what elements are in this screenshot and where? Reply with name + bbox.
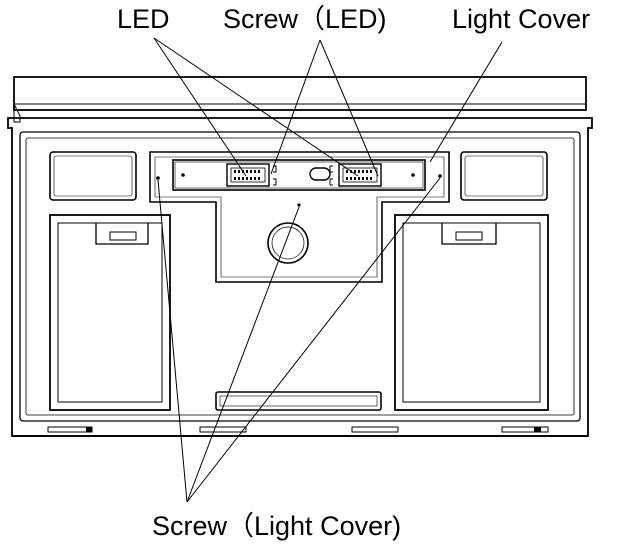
right-filter [394, 214, 549, 411]
left-vent-window [49, 151, 137, 201]
left-filter [49, 214, 171, 411]
screw-light-cover-callout-label: Screw（Light Cover) [152, 511, 402, 541]
hood-housing [7, 76, 593, 437]
led-screw-left [273, 165, 277, 186]
center-knob [267, 222, 309, 264]
led-callout-label: LED [117, 4, 170, 34]
led-screw-right [329, 165, 333, 186]
front-handle-slot [215, 391, 382, 411]
bottom-trim [47, 426, 549, 433]
center-light-panel [149, 151, 450, 283]
right-vent-window [460, 151, 548, 201]
screw-led-callout-label: Screw（LED) [223, 4, 387, 34]
light-cover-callout-label: Light Cover [452, 4, 591, 34]
bar-slot [309, 167, 331, 181]
led-mounting-bar [172, 159, 426, 191]
cover-screw-left [156, 176, 160, 180]
callout-lines [153, 37, 503, 503]
cover-screw-center [297, 203, 301, 207]
cover-screw-right [438, 174, 442, 178]
led-left [226, 163, 270, 187]
